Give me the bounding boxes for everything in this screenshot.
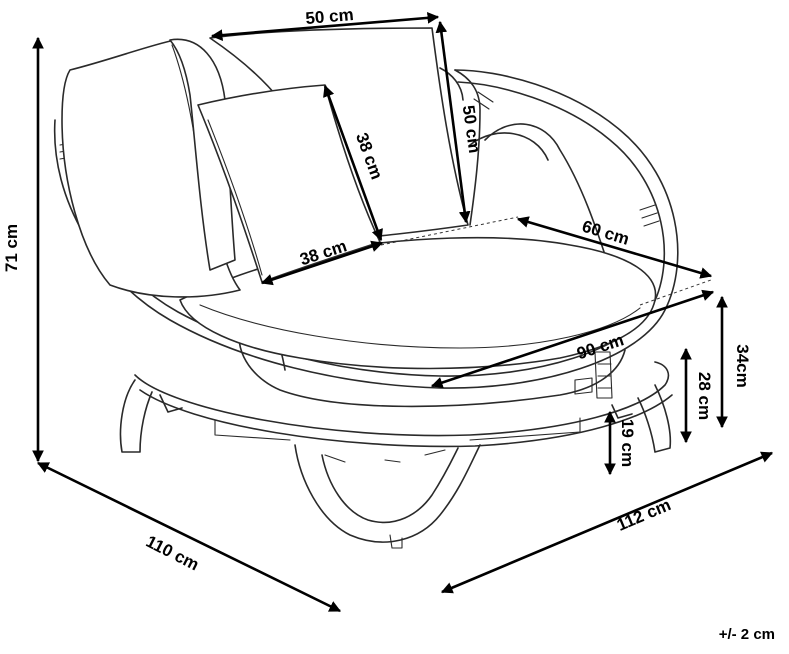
dim-seat-depth (516, 216, 713, 279)
label-seat-height: 34cm (733, 344, 752, 387)
label-depth-right: 112 cm (614, 495, 674, 535)
dim-seat-width (430, 289, 715, 389)
dim-small-pillow-width (260, 240, 384, 286)
dim-width-left (36, 461, 342, 613)
leg-right (637, 384, 672, 453)
chair-illustration (53, 27, 679, 549)
dim-pillow-width (210, 12, 440, 41)
dim-pillow-height (435, 20, 471, 224)
label-leg-height: 19 cm (618, 419, 637, 467)
label-pillow-width: 50 cm (305, 5, 355, 28)
tolerance-note: +/- 2 cm (719, 626, 775, 643)
dim-small-pillow-height (323, 84, 383, 242)
dimension-lines (32, 12, 774, 613)
leg-left (119, 379, 153, 453)
label-frame-height: 28 cm (695, 372, 714, 420)
label-total-height: 71 cm (2, 224, 21, 272)
dim-depth-right (440, 451, 774, 594)
